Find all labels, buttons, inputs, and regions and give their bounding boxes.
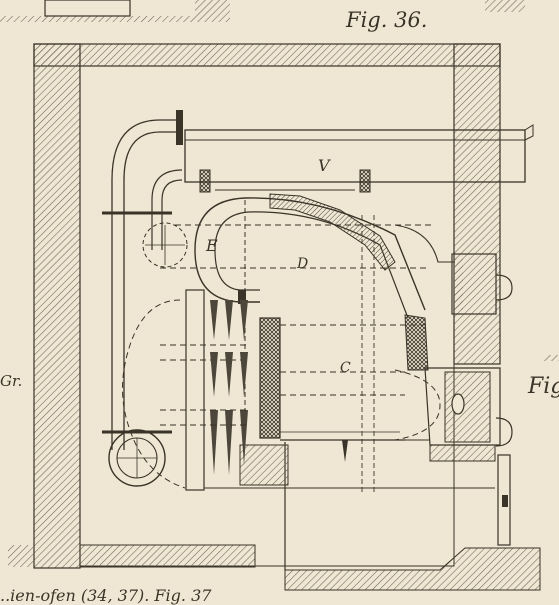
- adjacent-figure-right: [544, 355, 559, 361]
- part-label-e: E: [206, 236, 218, 255]
- right-fittings: [394, 224, 513, 546]
- flue-v: [184, 124, 534, 193]
- bottom-caption: ..ien-ofen (34, 37). Fig. 37: [0, 586, 212, 605]
- chamber-e-and-d: [160, 193, 435, 440]
- part-label-v: V: [318, 156, 330, 175]
- side-label-right: Fig: [528, 374, 559, 399]
- foundation: [8, 442, 541, 591]
- fins: [210, 300, 248, 475]
- part-label-c: C: [340, 360, 351, 376]
- figure-title: Fig. 36.: [346, 8, 428, 32]
- part-label-d: D: [297, 256, 309, 272]
- outer-masonry: [33, 43, 501, 569]
- left-pipe-loop: [102, 110, 188, 487]
- top-fragment: [0, 0, 525, 22]
- side-label-left: Gr.: [0, 372, 23, 390]
- chamber-c: [122, 215, 495, 495]
